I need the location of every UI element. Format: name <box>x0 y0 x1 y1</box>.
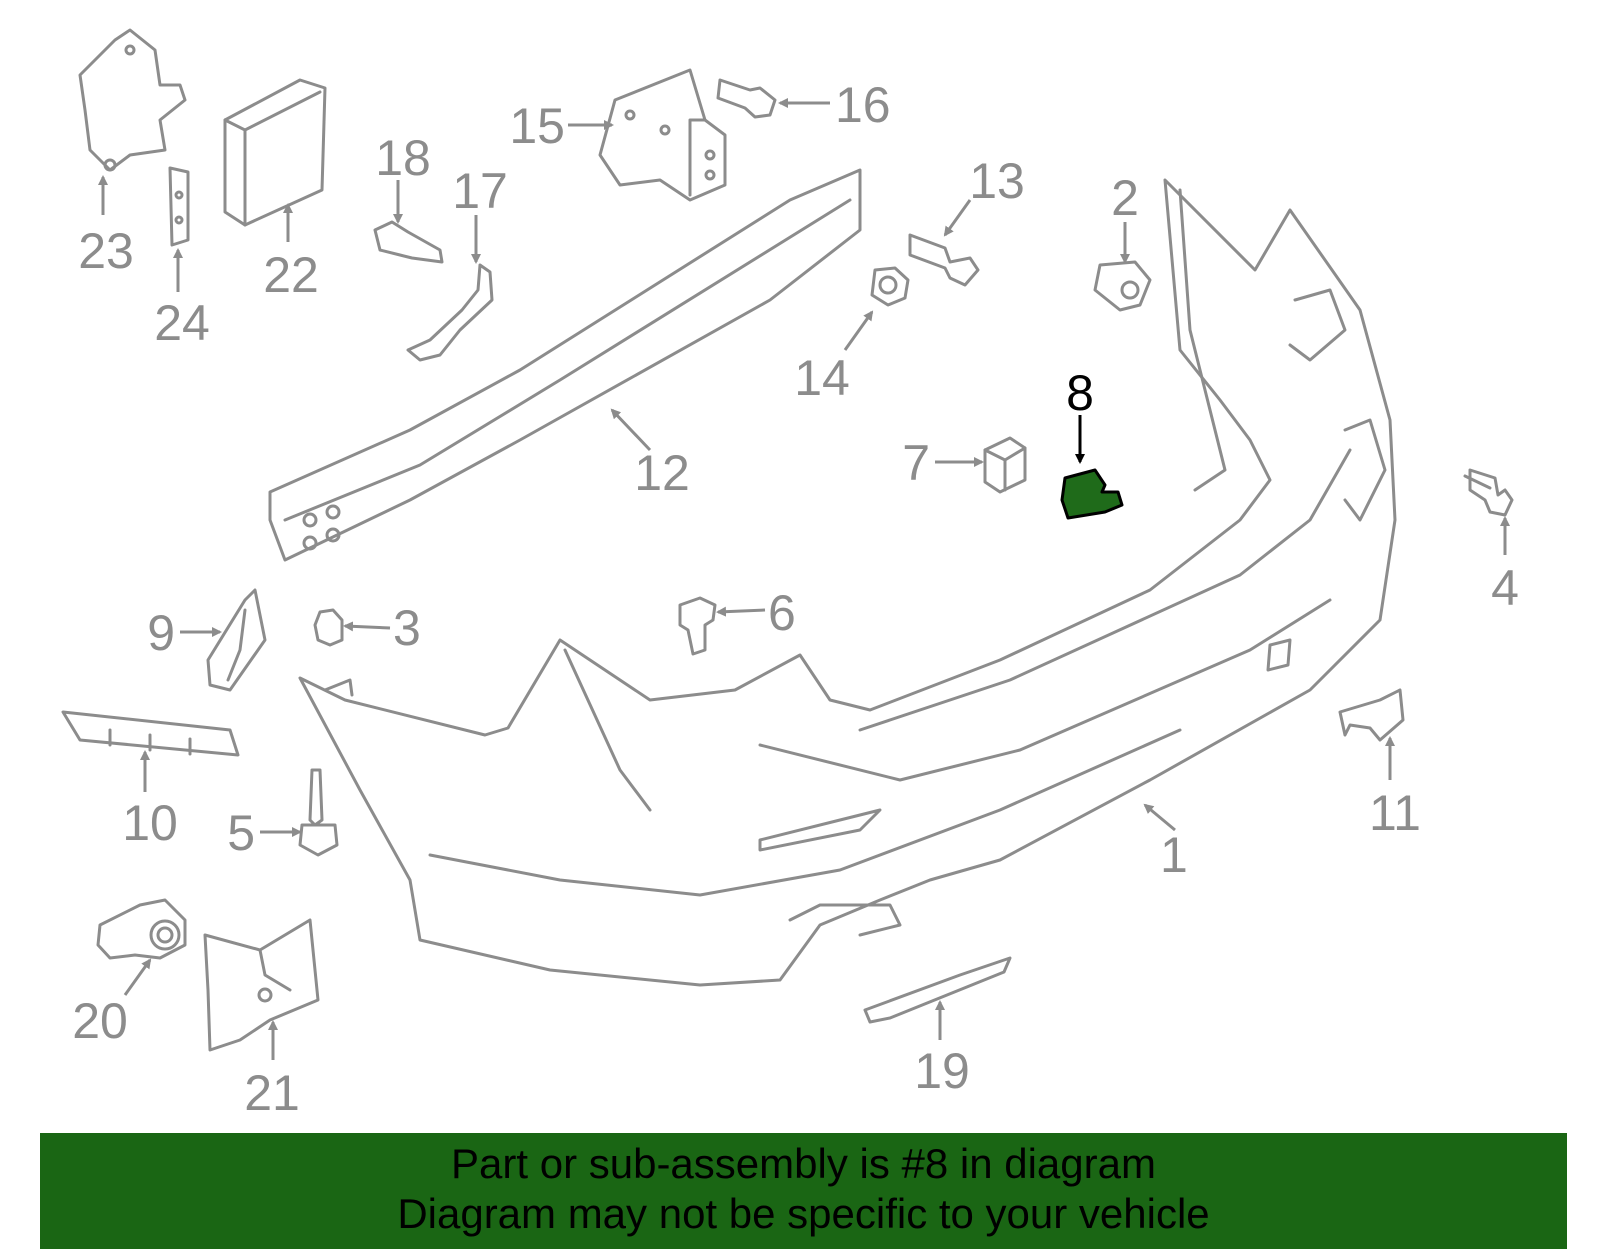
part-14-nut <box>870 266 910 307</box>
part-18-bolt <box>373 220 444 264</box>
callout-8-highlighted: 8 <box>1066 365 1094 421</box>
callout-3: 3 <box>393 600 421 656</box>
part-15-bracket <box>598 68 727 202</box>
part-23-bracket <box>78 28 187 172</box>
part-5-bolt <box>298 768 339 857</box>
arrow-1 <box>1143 803 1176 832</box>
leader-arrows <box>98 98 1510 1060</box>
arrow-12 <box>610 408 652 452</box>
callout-11: 11 <box>1369 785 1421 841</box>
arrow-14 <box>843 310 874 351</box>
callout-19: 19 <box>914 1043 970 1099</box>
part-11-clip <box>1338 688 1405 742</box>
callout-1: 1 <box>1160 827 1188 883</box>
callout-20: 20 <box>72 993 128 1049</box>
callout-12: 12 <box>634 445 690 501</box>
callout-16: 16 <box>835 77 891 133</box>
callout-15: 15 <box>509 98 565 154</box>
callout-22: 22 <box>263 247 319 303</box>
part-21-bracket <box>203 918 320 1052</box>
part-16-bolt <box>716 78 777 119</box>
callout-9: 9 <box>147 605 175 661</box>
part-19-reflector <box>863 956 1012 1024</box>
callout-21: 21 <box>244 1065 300 1121</box>
part-7-block <box>983 436 1027 494</box>
part-17-bracket <box>406 263 494 362</box>
part-13-bolt <box>908 233 980 287</box>
callout-5: 5 <box>227 805 255 861</box>
part-2-clip <box>1093 260 1152 312</box>
arrow-6 <box>716 606 766 617</box>
part-3-push-clip <box>313 608 344 647</box>
callout-23: 23 <box>78 223 134 279</box>
arrow-20 <box>123 958 152 996</box>
callout-labels: 1 2 3 4 5 6 7 8 9 10 11 12 13 14 15 16 1… <box>72 77 1519 1121</box>
callout-6: 6 <box>768 585 796 641</box>
callout-18: 18 <box>375 130 431 186</box>
info-banner: Part or sub-assembly is #8 in diagram Di… <box>40 1133 1567 1249</box>
arrow-3 <box>343 621 391 632</box>
part-1-bumper-cover <box>298 178 1397 987</box>
part-10-reflector-strip <box>61 710 240 757</box>
callout-7: 7 <box>902 435 930 491</box>
part-20-sensor <box>96 898 187 960</box>
callout-13: 13 <box>969 153 1025 209</box>
part-24-strip <box>168 166 190 247</box>
callout-10: 10 <box>122 795 178 851</box>
arrow-13 <box>943 199 972 237</box>
callout-14: 14 <box>794 350 850 406</box>
part-8-bracket-highlighted <box>1060 468 1124 520</box>
part-6-retainer <box>678 596 717 656</box>
callout-24: 24 <box>154 295 210 351</box>
part-22-module <box>223 78 327 227</box>
callout-17: 17 <box>452 163 508 219</box>
banner-line-disclaimer: Diagram may not be specific to your vehi… <box>397 1190 1210 1237</box>
banner-line-part: Part or sub-assembly is #8 in diagram <box>451 1140 1156 1187</box>
callout-2: 2 <box>1111 170 1139 226</box>
part-12-reinforcement-beam <box>268 168 862 562</box>
callout-4: 4 <box>1491 560 1519 616</box>
part-9-bracket <box>206 588 267 692</box>
part-4-bolt <box>1463 468 1514 517</box>
